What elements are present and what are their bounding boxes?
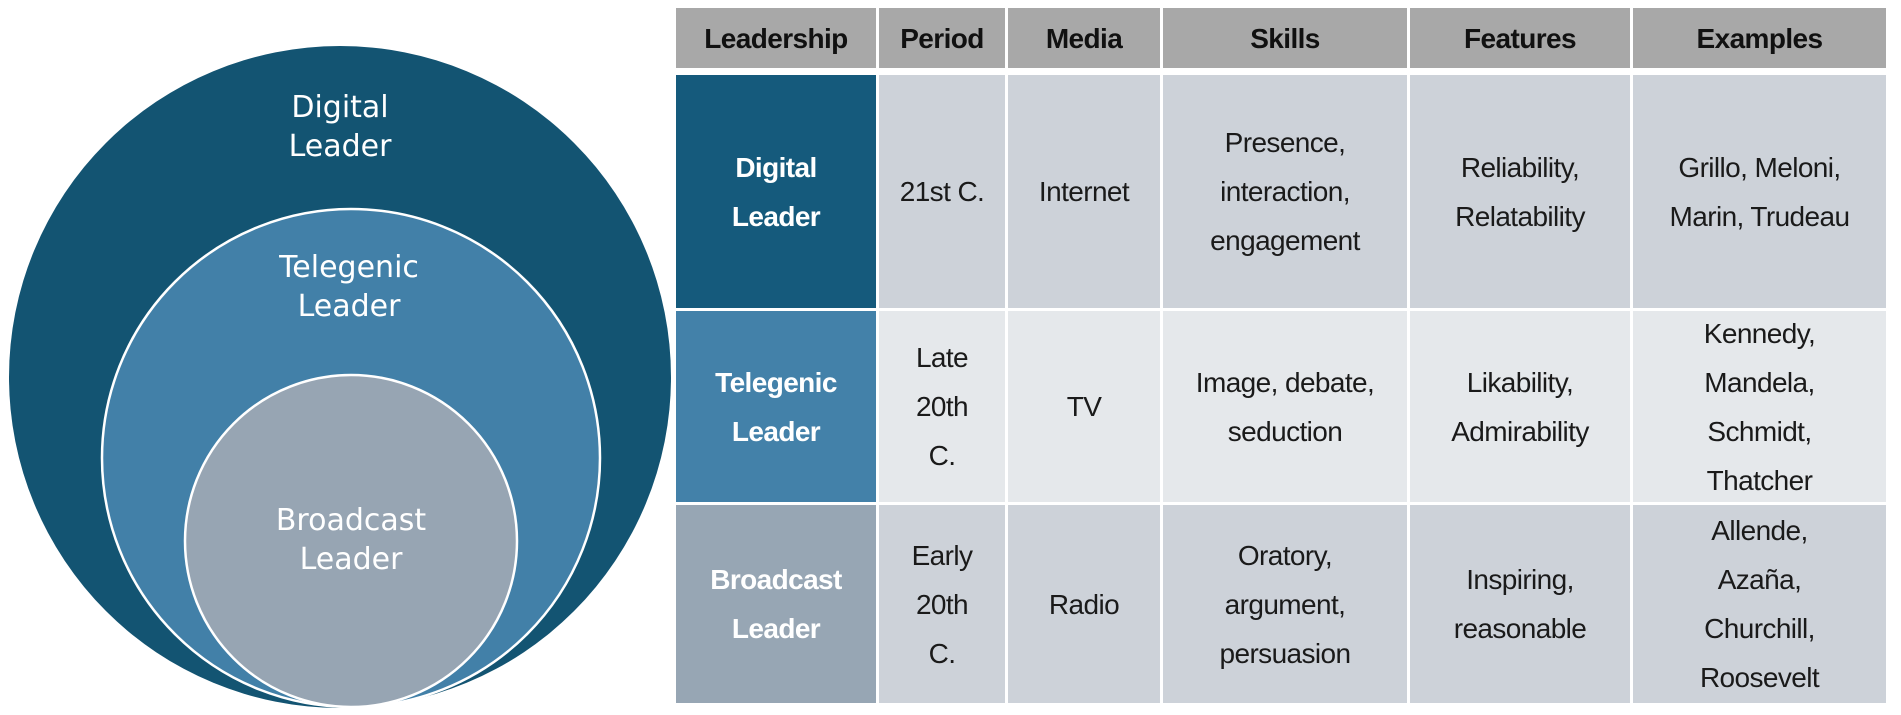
label-line: Digital — [291, 90, 389, 125]
cell-period: 21st C. — [879, 75, 1005, 308]
cell-line: Admirability — [1451, 415, 1589, 447]
cell-line: Early — [911, 539, 973, 571]
cell-line: Leader — [731, 200, 821, 232]
cell-media: Internet — [1008, 75, 1160, 308]
header-skills: Skills — [1163, 8, 1407, 68]
cell-line: persuasion — [1219, 637, 1352, 669]
cell-media: TV — [1008, 311, 1160, 502]
cell-examples: Grillo, Meloni, Marin, Trudeau — [1633, 75, 1886, 308]
cell-line: Leader — [731, 613, 821, 644]
header-features: Features — [1410, 8, 1630, 68]
cell-line: seduction — [1227, 415, 1343, 447]
cell-line: Telegenic — [715, 366, 837, 398]
cell-line: Inspiring, — [1466, 564, 1574, 595]
cell-features: Reliability, Relatability — [1410, 75, 1630, 308]
cell-features: Likability, Admirability — [1410, 311, 1630, 502]
label-line: Leader — [297, 289, 401, 324]
cell-line: Image, debate, — [1195, 366, 1375, 398]
cell-line: Reliability, — [1460, 151, 1580, 183]
cell-line: interaction, — [1220, 176, 1350, 207]
label-line: Leader — [299, 542, 403, 577]
cell-line: engagement — [1210, 225, 1360, 256]
cell-line: Allende, — [1711, 515, 1808, 546]
cell-line: Presence, — [1224, 127, 1346, 158]
label-line: Telegenic — [279, 250, 419, 285]
cell-line: Oratory, — [1237, 539, 1333, 571]
cell-line: Roosevelt — [1699, 662, 1820, 693]
header-leadership: Leadership — [676, 8, 876, 68]
header-examples: Examples — [1633, 8, 1886, 68]
cell-skills: Presence, interaction, engagement — [1163, 75, 1407, 308]
cell-line: Thatcher — [1706, 464, 1813, 496]
cell-features: Inspiring, reasonable — [1410, 505, 1630, 703]
cell-line: 21st C. — [899, 176, 985, 207]
cell-skills: Image, debate, seduction — [1163, 311, 1407, 502]
cell-line: Late — [915, 342, 969, 373]
cell-line: Broadcast — [710, 564, 842, 595]
broadcast-leader-circle — [183, 373, 519, 709]
cell-line: Mandela, — [1704, 366, 1815, 398]
header-period: Period — [879, 8, 1005, 68]
cell-line: Churchill, — [1704, 613, 1815, 644]
cell-line: 20th — [915, 391, 969, 422]
cell-line: Relatability — [1455, 200, 1585, 232]
cell-line: Digital — [735, 151, 817, 183]
cell-line: Grillo, Meloni, — [1678, 151, 1841, 183]
cell-line: Likability, — [1466, 366, 1574, 398]
label-line: Leader — [288, 129, 392, 164]
cell-media: Radio — [1008, 505, 1160, 703]
cell-line: Marin, Trudeau — [1669, 200, 1851, 232]
cell-line: C. — [928, 440, 956, 471]
cell-line: Leader — [731, 415, 821, 447]
cell-line: 20th — [915, 588, 969, 620]
nested-circles-diagram — [9, 46, 671, 709]
cell-line: Azaña, — [1717, 564, 1802, 595]
cell-line: Schmidt, — [1707, 415, 1812, 447]
cell-line: argument, — [1224, 588, 1346, 620]
cell-line: Kennedy, — [1703, 317, 1816, 349]
cell-examples: Kennedy, Mandela, Schmidt, Thatcher — [1633, 311, 1886, 502]
cell-skills: Oratory, argument, persuasion — [1163, 505, 1407, 703]
cell-line: reasonable — [1453, 613, 1587, 644]
header-media: Media — [1008, 8, 1160, 68]
cell-examples: Allende, Azaña, Churchill, Roosevelt — [1633, 505, 1886, 703]
label-line: Broadcast — [275, 503, 427, 538]
cell-line: C. — [928, 637, 956, 669]
